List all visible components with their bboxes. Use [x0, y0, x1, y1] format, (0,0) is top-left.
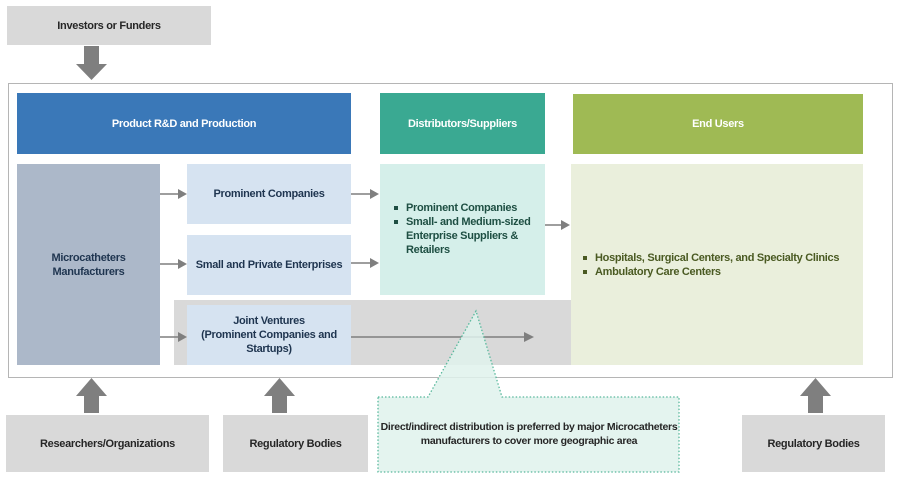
end-users-item: Ambulatory Care Centers: [583, 265, 855, 279]
channel-joint-ventures: Joint Ventures (Prominent Companies and …: [187, 305, 351, 365]
regulatory-bodies-box-left: Regulatory Bodies: [223, 415, 368, 472]
manufacturers-label-line2: Manufacturers: [52, 265, 125, 278]
manufacturers-label-line1: Microcatheters: [51, 251, 126, 264]
channel-prominent-companies: Prominent Companies: [187, 164, 351, 224]
end-users-header-label: End Users: [692, 118, 744, 130]
rnd-header: Product R&D and Production: [17, 93, 351, 154]
channel-small-private-enterprises: Small and Private Enterprises: [187, 235, 351, 295]
end-users-item: Hospitals, Surgical Centers, and Special…: [583, 251, 855, 265]
callout-text-line1: Direct/indirect distribution is preferre…: [380, 421, 678, 433]
investors-label: Investors or Funders: [57, 19, 161, 32]
callout-text-line2: manufacturers to cover more geographic a…: [420, 435, 638, 447]
end-users-header: End Users: [573, 94, 863, 154]
regulatory-bodies-left-label: Regulatory Bodies: [249, 437, 342, 450]
channel-small-private-label: Small and Private Enterprises: [195, 259, 343, 271]
distributors-header-label: Distributors/Suppliers: [408, 117, 517, 130]
callout-box: Direct/indirect distribution is preferre…: [380, 414, 678, 454]
channel-prominent-companies-label: Prominent Companies: [213, 188, 325, 200]
distributors-list: Prominent Companies Small- and Medium-si…: [394, 201, 535, 257]
manufacturers-box: Microcatheters Manufacturers: [17, 164, 160, 365]
investors-box: Investors or Funders: [7, 6, 211, 45]
block-arrow-up-icon: [76, 378, 107, 413]
distributors-header: Distributors/Suppliers: [380, 93, 545, 154]
researchers-box: Researchers/Organizations: [6, 415, 209, 472]
joint-ventures-label-line2: (Prominent Companies and: [201, 329, 337, 341]
joint-ventures-label-line3: Startups): [246, 343, 292, 355]
block-arrow-up-icon: [264, 378, 295, 413]
regulatory-bodies-box-right: Regulatory Bodies: [742, 415, 885, 472]
distributors-box: Prominent Companies Small- and Medium-si…: [380, 164, 545, 295]
end-users-list: Hospitals, Surgical Centers, and Special…: [583, 251, 855, 279]
block-arrow-up-icon: [800, 378, 831, 413]
joint-ventures-label-line1: Joint Ventures: [233, 315, 305, 327]
rnd-header-label: Product R&D and Production: [111, 117, 257, 130]
distributors-item: Prominent Companies: [394, 201, 535, 215]
end-users-box: Hospitals, Surgical Centers, and Special…: [571, 164, 863, 365]
block-arrow-down-icon: [76, 46, 107, 80]
researchers-label: Researchers/Organizations: [40, 437, 175, 450]
regulatory-bodies-right-label: Regulatory Bodies: [767, 437, 860, 450]
distributors-item: Small- and Medium-sized Enterprise Suppl…: [394, 215, 535, 257]
